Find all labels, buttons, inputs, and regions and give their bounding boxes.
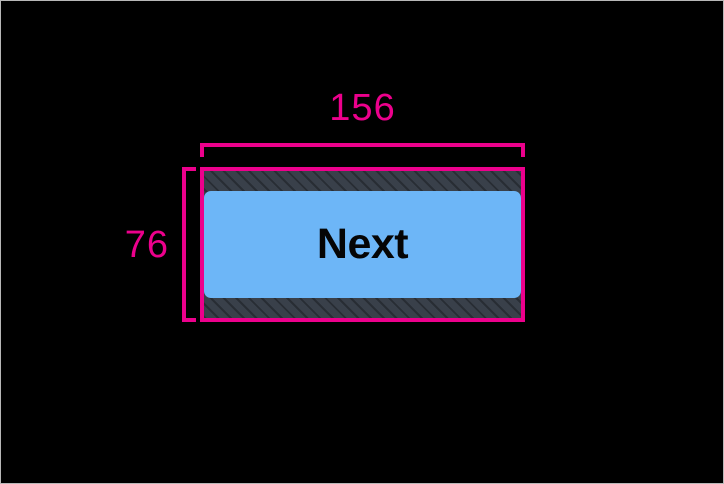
width-dimension-label: 156	[329, 87, 396, 129]
width-dimension-tick-end	[521, 143, 525, 157]
height-dimension-tick-end	[182, 318, 196, 322]
height-dimension-tick-start	[182, 167, 196, 171]
inspected-element[interactable]: Next	[200, 167, 525, 322]
height-dimension-line	[182, 167, 186, 322]
width-dimension-bracket	[200, 143, 525, 165]
next-button-label: Next	[316, 220, 409, 268]
height-dimension-label: 76	[124, 223, 169, 266]
width-dimension-line	[200, 143, 525, 147]
next-button[interactable]: Next	[204, 191, 521, 298]
width-dimension-tick-start	[200, 143, 204, 157]
height-dimension-bracket	[182, 167, 204, 322]
